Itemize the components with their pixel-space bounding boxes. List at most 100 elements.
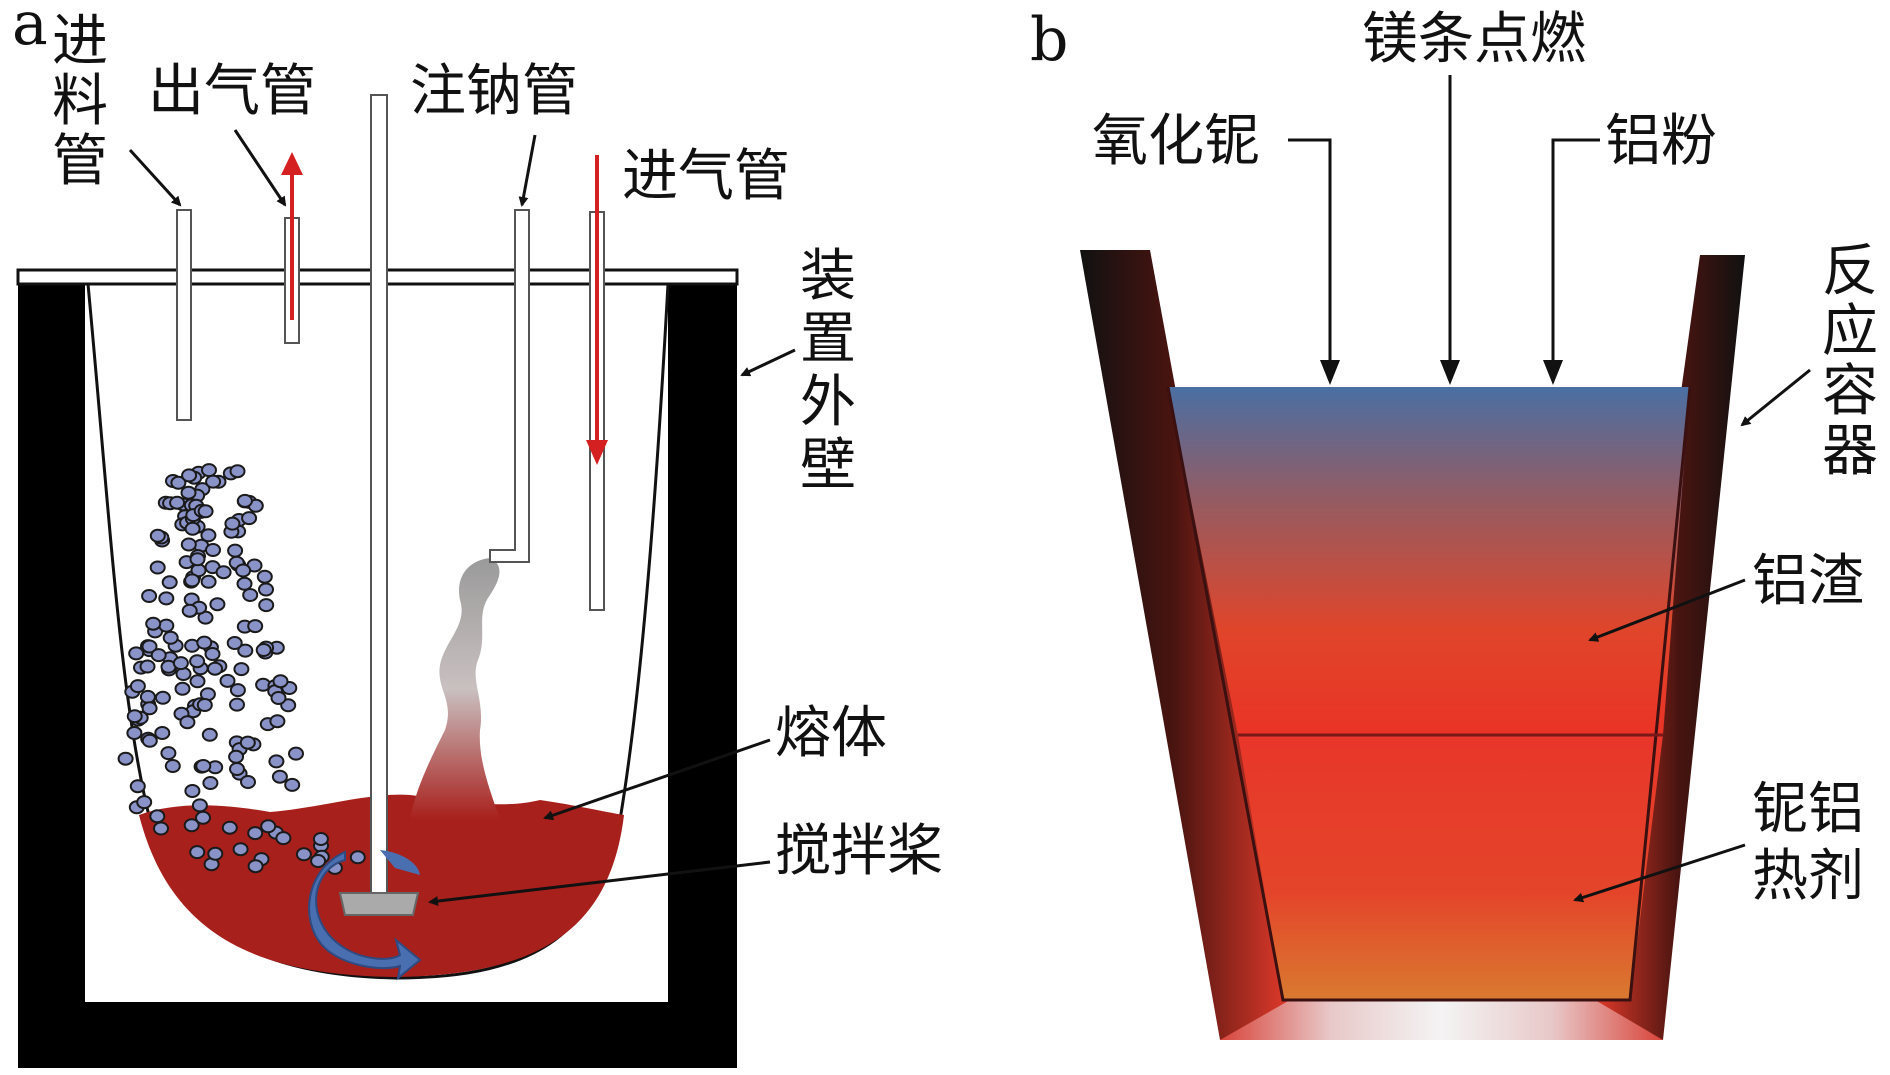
particle	[219, 673, 236, 688]
particle	[149, 809, 166, 824]
thermite-leader	[1573, 843, 1746, 903]
outer-wall-char-3: 外	[800, 370, 856, 435]
gas-outlet-label: 出气管	[148, 59, 316, 124]
particle	[170, 475, 187, 490]
particle	[195, 759, 212, 773]
particle	[240, 775, 256, 789]
particle	[256, 569, 273, 584]
particle	[189, 552, 206, 567]
vessel-inner-outline	[1166, 386, 1692, 1002]
particle	[129, 679, 146, 694]
particle	[179, 715, 196, 730]
particle	[229, 697, 245, 712]
stirrer-blade	[338, 892, 420, 916]
particle	[239, 735, 256, 750]
particle	[284, 777, 301, 792]
particle	[149, 560, 166, 575]
particle	[272, 674, 289, 689]
thermite-line-2: 热剂	[1752, 844, 1864, 909]
panel-a-label: a	[12, 0, 48, 59]
vessel-char-4: 器	[1822, 419, 1878, 484]
particle	[200, 574, 217, 589]
particle	[349, 850, 366, 865]
particle	[141, 733, 158, 748]
particle	[180, 537, 197, 552]
stirrer-label: 搅拌桨	[775, 819, 943, 884]
feed-tube-label: 进 料 管	[52, 9, 108, 194]
particle	[237, 643, 254, 658]
panel-b: b 镁条点燃 氧化铌 铝粉 反 应 容 器 铝渣	[1030, 5, 1878, 1040]
thermite-layer	[1238, 735, 1663, 1000]
nb-oxide-arrow	[1288, 138, 1332, 378]
slag-layer	[1168, 387, 1690, 735]
particle	[310, 854, 327, 868]
panel-a: a	[12, 0, 943, 1068]
particle	[158, 591, 175, 606]
particle	[229, 683, 246, 698]
particle	[164, 759, 181, 773]
particle	[160, 746, 177, 761]
particle	[174, 681, 191, 696]
particle	[129, 779, 146, 794]
vessel-char-1: 反	[1822, 239, 1878, 304]
feed-tube-char-3: 管	[52, 129, 108, 194]
particle-cloud	[117, 463, 366, 875]
particle	[169, 495, 186, 510]
particle	[181, 468, 198, 483]
al-powder-label: 铝粉	[1605, 109, 1717, 174]
particle	[200, 528, 217, 543]
al-powder-arrow-head	[1543, 360, 1563, 385]
particle	[161, 575, 178, 590]
particle	[172, 656, 189, 671]
particle	[128, 646, 145, 661]
particle	[117, 751, 134, 766]
particle	[235, 563, 252, 578]
particle	[189, 674, 206, 689]
particle	[141, 701, 158, 716]
slag-leader	[1588, 578, 1746, 642]
crucible	[86, 283, 670, 980]
stirrer-leader	[428, 860, 771, 907]
particle	[181, 603, 198, 618]
particle	[226, 636, 243, 650]
particle	[139, 659, 156, 674]
particle	[150, 648, 167, 663]
particle	[229, 762, 245, 776]
particle	[255, 643, 272, 657]
particle	[126, 709, 143, 724]
particle	[153, 821, 169, 836]
particle	[247, 826, 264, 841]
particle	[242, 588, 259, 602]
particle	[288, 746, 304, 761]
particle	[221, 820, 238, 835]
particle	[247, 619, 264, 634]
particle	[201, 463, 217, 478]
particle	[232, 842, 249, 857]
particle	[258, 598, 275, 613]
thermite-line-1: 铌铝	[1752, 777, 1864, 842]
particle	[196, 635, 213, 650]
particle	[271, 769, 288, 784]
feed-tube	[176, 209, 192, 421]
particle	[224, 516, 241, 531]
feed-tube-char-2: 料	[52, 69, 108, 134]
particle	[141, 639, 158, 654]
al-powder-arrow	[1551, 138, 1600, 378]
stir-rotation-arrow-top	[380, 850, 420, 875]
stirrer-shaft	[370, 94, 388, 896]
particle	[233, 662, 250, 677]
ignition-arrow-head	[1440, 360, 1460, 385]
particle	[202, 776, 219, 790]
particle	[184, 521, 201, 536]
gas-outlet-leader	[233, 129, 287, 207]
particle	[207, 846, 224, 861]
particle	[154, 690, 171, 705]
sodium-tube	[489, 209, 530, 563]
particle	[258, 582, 274, 597]
nb-oxide-label: 氧化铌	[1092, 109, 1260, 174]
vessel-label: 反 应 容 器	[1822, 239, 1878, 484]
particle	[141, 589, 158, 603]
particle	[126, 726, 143, 740]
outer-wall-leader	[740, 348, 796, 377]
